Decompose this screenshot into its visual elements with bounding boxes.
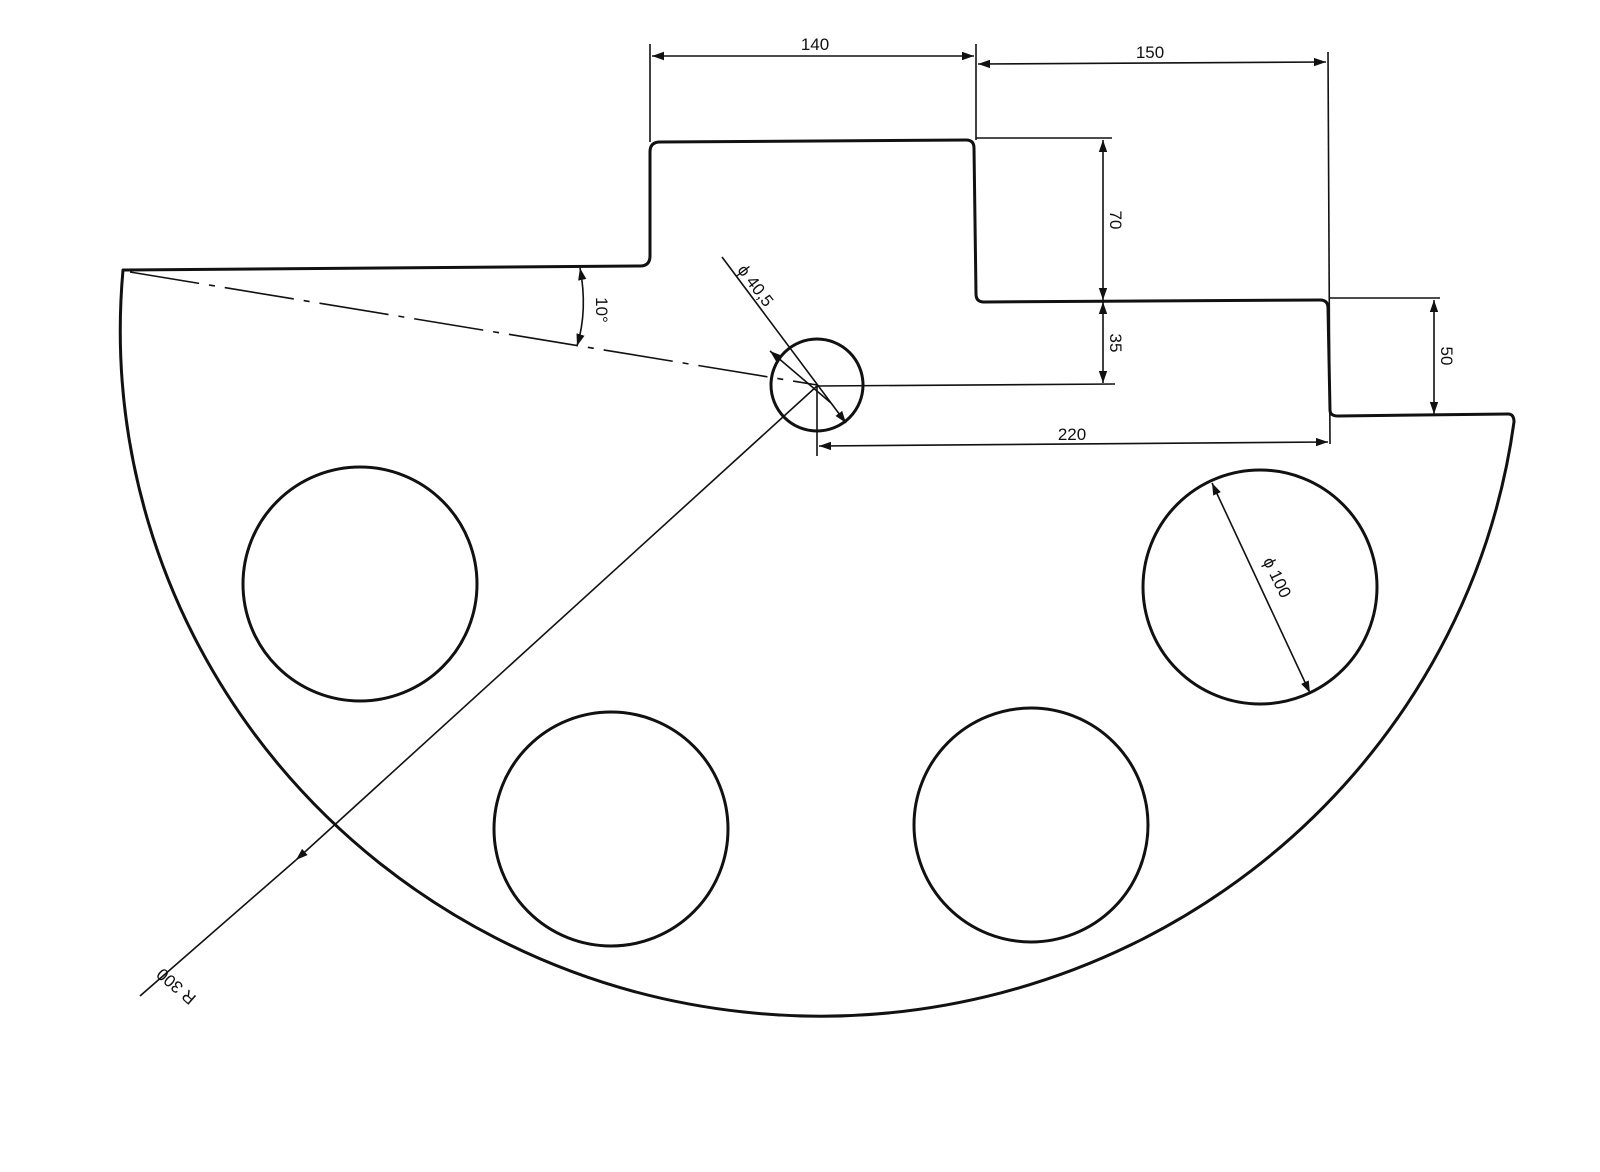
center-line — [129, 271, 818, 386]
dimension-35: 35 — [816, 302, 1125, 387]
dimension-150-label: 150 — [1136, 43, 1164, 62]
large-hole-right — [1141, 468, 1379, 706]
dimension-220-label: 220 — [1058, 425, 1086, 444]
dimension-radius-label: R 300 — [153, 964, 200, 1008]
dimension-50-label: 50 — [1437, 347, 1456, 366]
dimension-150: 150 — [977, 43, 1331, 445]
dimension-angle: 10° — [576, 267, 611, 347]
dimension-50: 50 — [1330, 297, 1456, 414]
large-hole-bottom-right — [912, 706, 1150, 944]
dimension-large-hole: ϕ 100 — [1211, 482, 1311, 694]
dimension-140: 140 — [649, 35, 977, 142]
dimension-70-label: 70 — [1106, 211, 1125, 230]
dimension-140-label: 140 — [801, 35, 829, 54]
dimension-70: 70 — [976, 137, 1125, 300]
dimension-220: 220 — [816, 386, 1329, 456]
dimension-35-label: 35 — [1106, 334, 1125, 353]
large-hole-bottom-left — [492, 710, 730, 948]
dimension-angle-label: 10° — [592, 297, 611, 323]
dimension-radius: R 300 — [139, 385, 818, 1008]
large-hole-left — [241, 465, 479, 703]
part-outline — [118, 138, 1516, 1018]
